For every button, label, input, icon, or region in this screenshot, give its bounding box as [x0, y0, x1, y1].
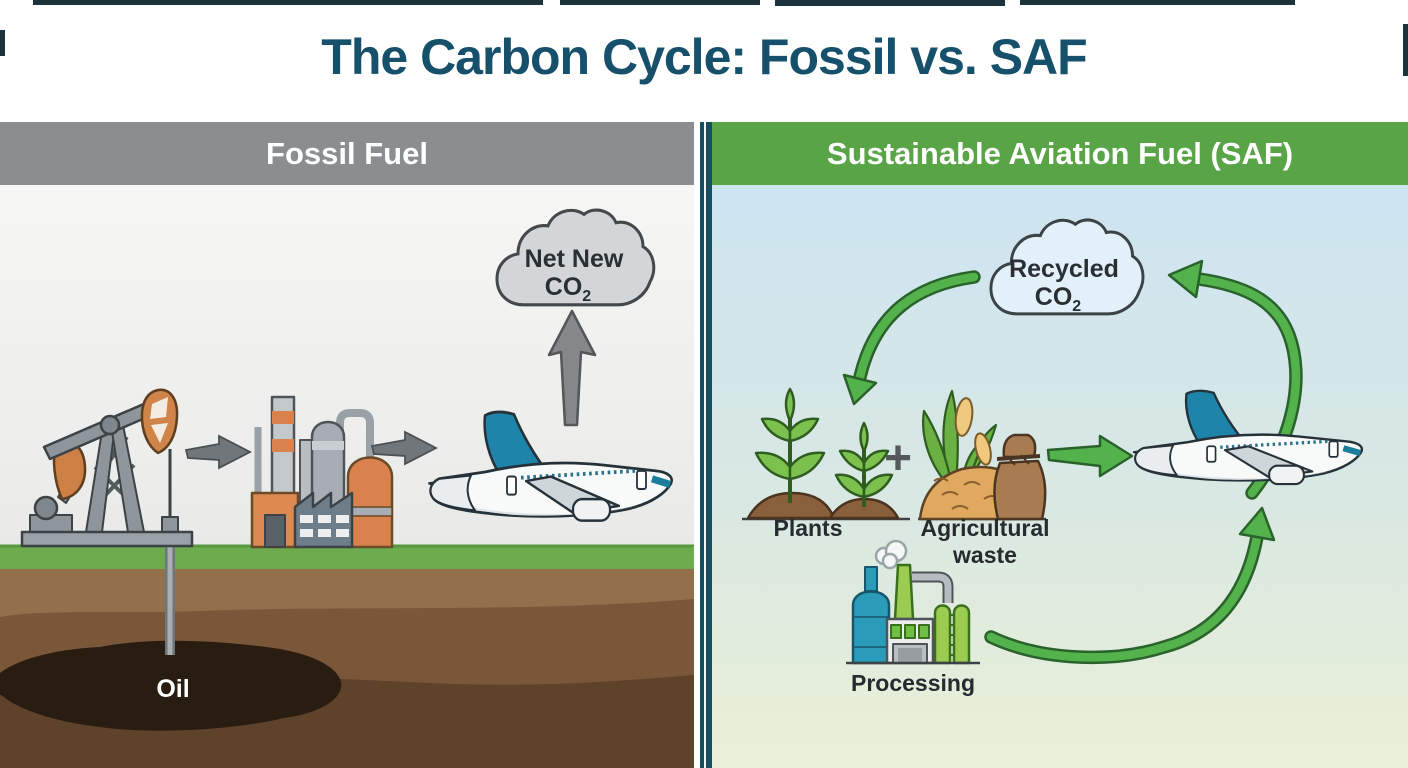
saf-panel-header: Sustainable Aviation Fuel (SAF)	[712, 122, 1408, 185]
airplane-icon	[1132, 389, 1364, 486]
saf-scene-svg: Recycled CO2	[742, 218, 1364, 696]
plus-sign: +	[884, 432, 912, 485]
fossil-scene-svg: Net New CO2 Oil	[0, 208, 694, 768]
fossil-cloud-label-line1: Net New	[525, 245, 624, 273]
co2-up-arrow-icon	[547, 309, 597, 427]
saf-cloud-label-line1: Recycled	[1009, 255, 1119, 283]
top-edge-artifact	[560, 0, 760, 5]
saf-scene: Recycled CO2	[712, 185, 1408, 768]
panel-divider	[700, 122, 712, 768]
saf-header-label: Sustainable Aviation Fuel (SAF)	[826, 135, 1294, 171]
comparison-panels: Fossil Fuel	[0, 122, 1408, 768]
arrow-cloud-to-plants-icon	[842, 270, 981, 406]
left-edge-artifact	[0, 30, 5, 56]
plants-icon	[742, 387, 910, 521]
agricultural-waste-icon	[918, 389, 1047, 521]
saf-panel: Sustainable Aviation Fuel (SAF)	[712, 122, 1408, 768]
fossil-panel-header: Fossil Fuel	[0, 122, 694, 185]
processing-plant-icon	[846, 539, 980, 665]
arrow-processing-to-plane-icon	[984, 506, 1276, 665]
oil-label: Oil	[156, 675, 189, 703]
airplane-icon	[427, 410, 674, 523]
processing-label: Processing	[851, 670, 975, 696]
recycled-co2-cloud-icon: Recycled CO2	[989, 218, 1145, 316]
fossil-header-label: Fossil Fuel	[266, 135, 428, 171]
saf-cloud-label-co2: CO2	[1035, 283, 1082, 315]
page-title: The Carbon Cycle: Fossil vs. SAF	[321, 29, 1087, 85]
oil-deposit	[0, 640, 342, 731]
plants-label: Plants	[773, 515, 842, 541]
agricultural-waste-label-line2: waste	[952, 542, 1017, 568]
arrow-pump-to-refinery-icon	[185, 435, 251, 469]
fossil-fuel-panel: Fossil Fuel	[0, 122, 694, 768]
right-edge-artifact	[1403, 24, 1408, 76]
divider-seam	[704, 122, 706, 768]
top-edge-artifact	[33, 0, 543, 5]
fossil-scene: Net New CO2 Oil	[0, 185, 694, 768]
refinery-icon	[250, 395, 394, 549]
oil-pump-jack-icon	[20, 388, 194, 548]
top-edge-artifact	[775, 0, 1005, 6]
fossil-cloud-label-co2: CO2	[545, 273, 592, 305]
agricultural-waste-label-line1: Agricultural	[920, 515, 1049, 541]
net-new-co2-cloud-icon: Net New CO2	[495, 208, 656, 307]
arrow-waste-to-plane-icon	[1046, 434, 1134, 478]
top-edge-artifact	[1020, 0, 1295, 5]
panel-gutter	[694, 122, 700, 768]
